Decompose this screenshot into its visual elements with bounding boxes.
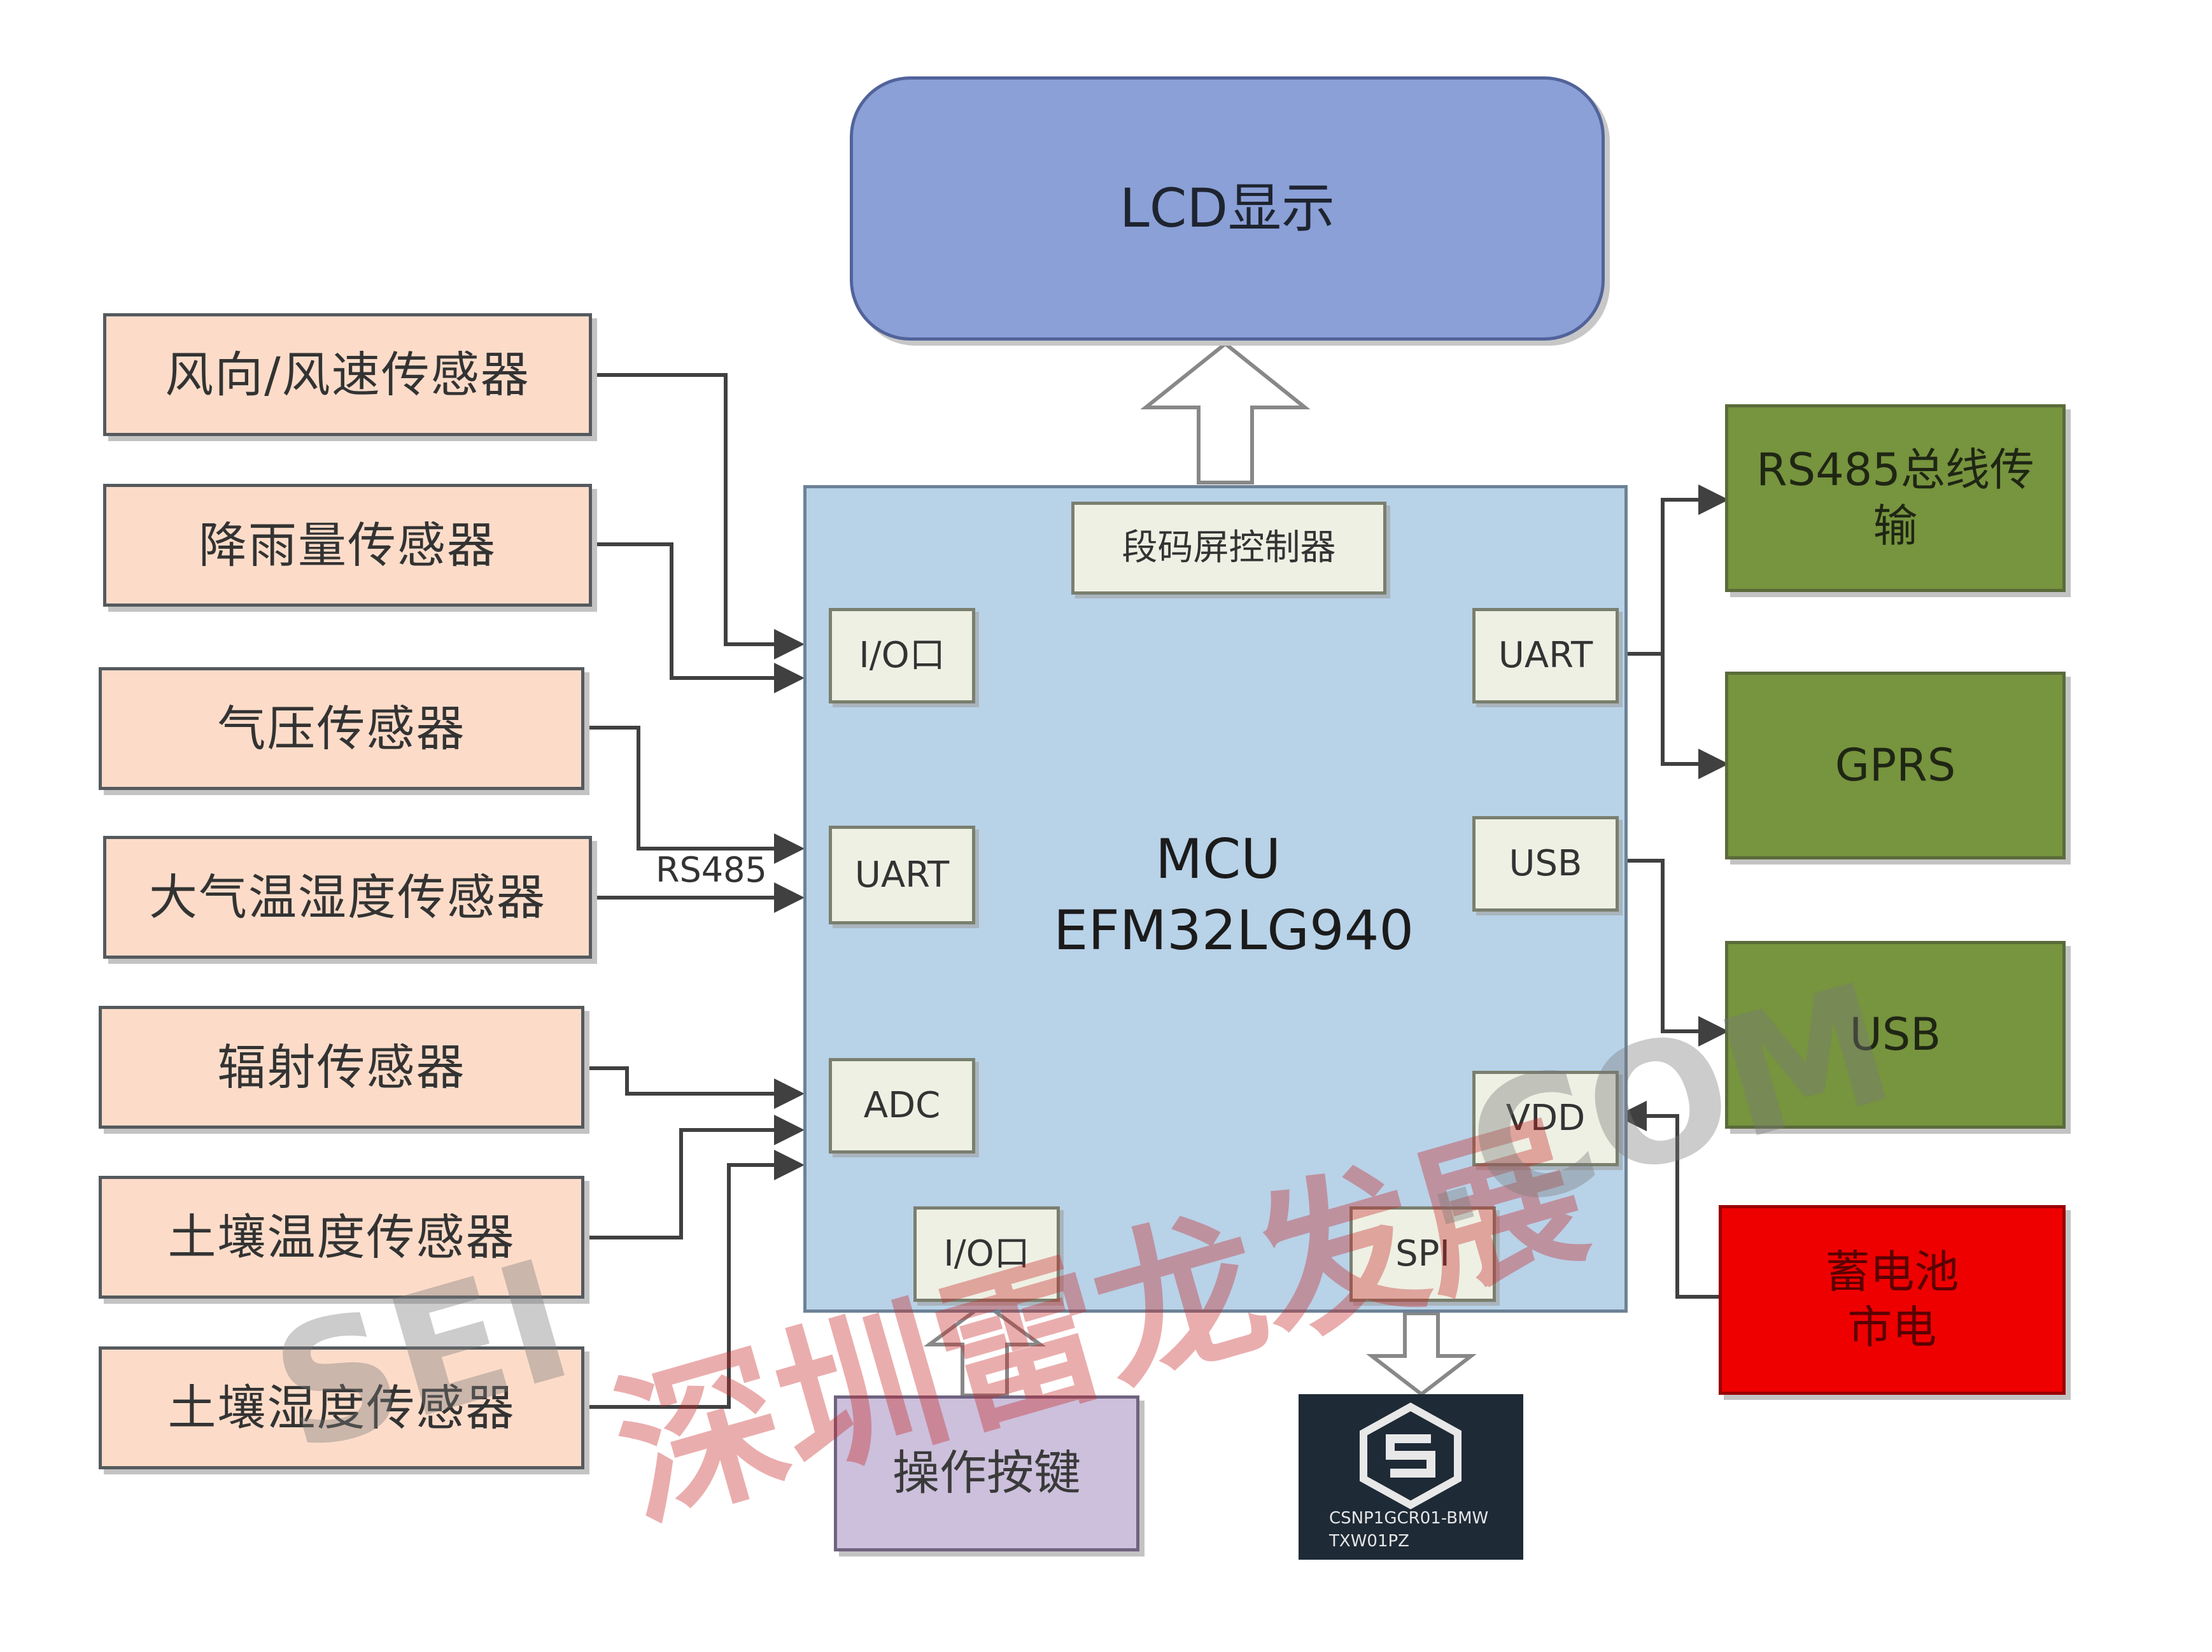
wire-to-gprs	[1661, 654, 1729, 779]
uart-port-right: UART	[1472, 608, 1619, 703]
wire-battery-vdd	[1616, 1101, 1719, 1299]
chip-part-number: CSNP1GCR01-BMW	[1329, 1509, 1489, 1528]
sensor-soil-moisture: 土壤湿度传感器	[99, 1346, 584, 1469]
rs485-output-label-line1: RS485总线传	[1756, 444, 2034, 496]
segment-lcd-controller: 段码屏控制器	[1071, 502, 1386, 595]
chip-block: CSNP1GCR01-BMW TXW01PZ	[1299, 1394, 1523, 1560]
rs485-output-label-line2: 输	[1873, 499, 1918, 552]
wire-to-usb	[1617, 859, 1729, 1047]
mcu-title: MCU	[1155, 828, 1281, 891]
rs485-output-box: RS485总线传 输	[1725, 404, 2066, 592]
io-port-bottom: I/O口	[913, 1206, 1060, 1302]
rs485-bus-label: RS485	[656, 850, 767, 890]
wire-rain-sensor	[592, 542, 805, 693]
mains-label: 市电	[1847, 1301, 1937, 1353]
sensor-radiation: 辐射传感器	[99, 1006, 584, 1129]
usb-port: USB	[1472, 816, 1619, 912]
arrow-mcu-to-lcd	[1140, 341, 1311, 484]
arrow-keys-to-io	[923, 1301, 1046, 1397]
wire-pressure-sensor	[584, 726, 805, 864]
vdd-port: VDD	[1472, 1071, 1619, 1166]
usb-output-box: USB	[1725, 941, 2066, 1129]
wire-radiation-sensor	[584, 1066, 805, 1109]
io-port-left: I/O口	[829, 608, 975, 703]
battery-label: 蓄电池	[1825, 1245, 1959, 1298]
arrow-spi-to-chip	[1366, 1311, 1477, 1397]
battery-mains-box: 蓄电池 市电	[1719, 1205, 2066, 1395]
uart-port-left: UART	[829, 826, 975, 924]
sensor-wind: 风向/风速传感器	[103, 313, 592, 436]
wire-wind-sensor	[592, 373, 805, 660]
sensor-rainfall: 降雨量传感器	[103, 484, 592, 607]
chip-logo-icon	[1360, 1402, 1462, 1509]
wire-soil-moist-sensor	[584, 1150, 805, 1409]
chip-lot-code: TXW01PZ	[1329, 1532, 1409, 1551]
sensor-air-temp-humidity: 大气温湿度传感器	[103, 836, 592, 959]
sensor-pressure: 气压传感器	[99, 667, 584, 790]
gprs-output-box: GPRS	[1725, 672, 2066, 859]
lcd-display-box: LCD显示	[850, 76, 1605, 341]
lcd-display-label: LCD显示	[1119, 177, 1335, 239]
wire-soil-temp-sensor	[584, 1115, 805, 1239]
operation-keys-box: 操作按键	[834, 1395, 1139, 1551]
mcu-model: EFM32LG940	[1053, 899, 1414, 963]
wire-to-rs485	[1661, 484, 1729, 654]
adc-port: ADC	[829, 1058, 975, 1154]
spi-port: SPI	[1349, 1206, 1496, 1302]
sensor-soil-temperature: 土壤温度传感器	[99, 1176, 584, 1299]
